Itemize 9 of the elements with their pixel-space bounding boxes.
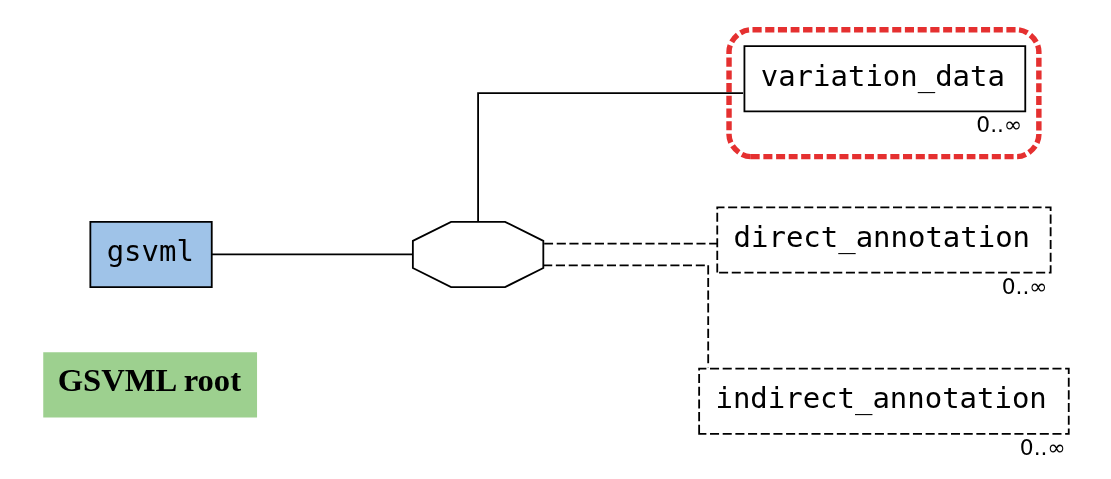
connector: [476, 92, 744, 223]
node-octagon: [411, 220, 544, 288]
connector: [542, 242, 718, 245]
connector: [209, 253, 413, 256]
node-label: 0..∞: [1019, 434, 1066, 460]
node-label: 0..∞: [1001, 273, 1047, 299]
node-box: GSVML root: [42, 352, 257, 418]
cluster: [725, 27, 1042, 160]
node-label: 0..∞: [975, 112, 1022, 138]
